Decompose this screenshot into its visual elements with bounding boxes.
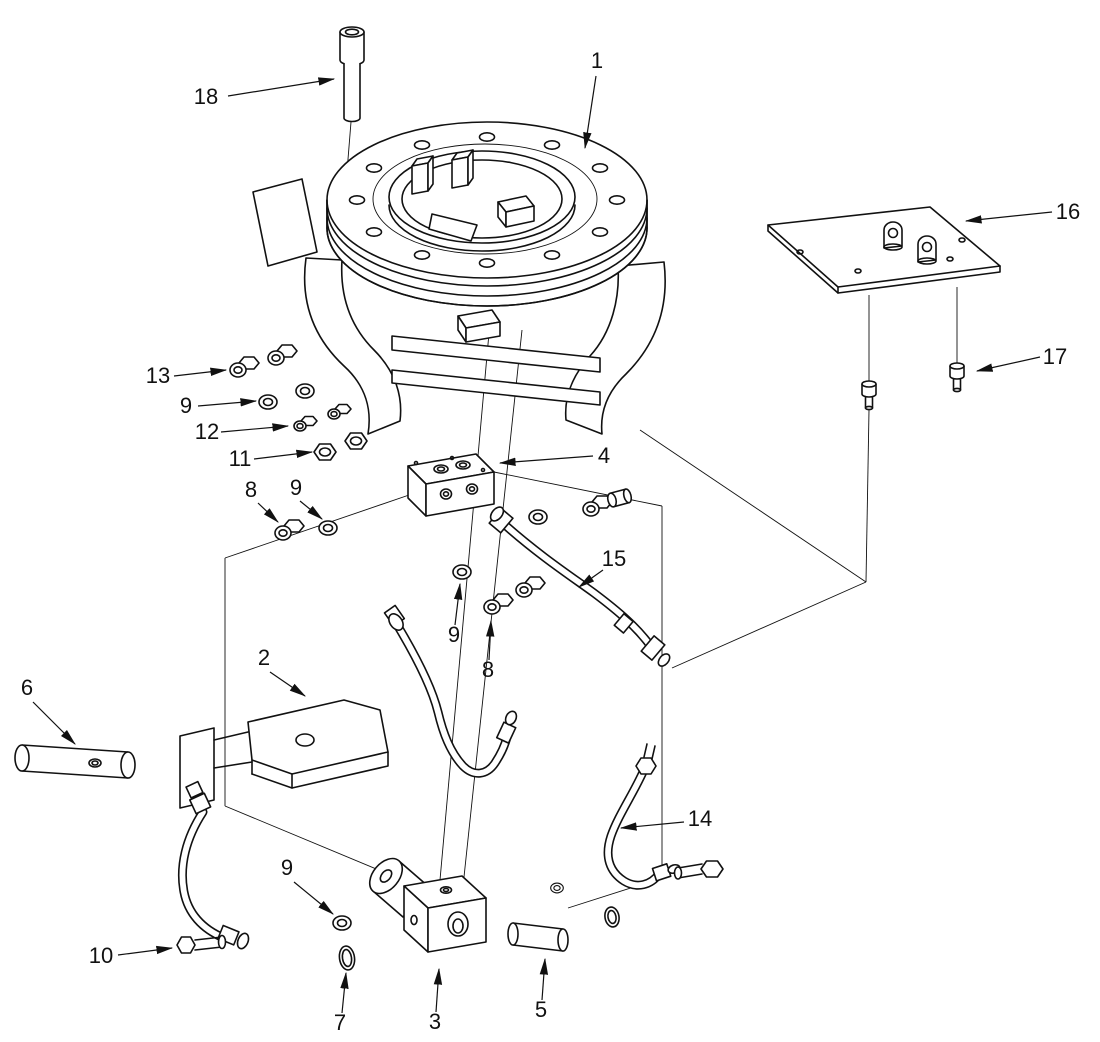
part-8-fitting	[483, 593, 514, 615]
part-18-cap-screw	[339, 26, 365, 123]
callout-15-label: 15	[602, 546, 626, 571]
callout-17-label: 17	[1043, 344, 1067, 369]
part-12-fitting	[293, 415, 318, 432]
part-13-fitting	[267, 344, 298, 366]
callouts: 18 1 16 17 13 9 12 11	[21, 48, 1080, 1035]
callout-4: 4	[498, 443, 610, 468]
callout-5: 5	[535, 957, 549, 1022]
callout-16-label: 16	[1056, 199, 1080, 224]
part-8-fitting	[582, 495, 613, 517]
callout-11-label: 11	[229, 446, 252, 471]
washer-ring	[604, 906, 620, 928]
callout-12-label: 12	[195, 419, 219, 444]
part-14-tube	[603, 743, 681, 890]
callout-13-label: 13	[146, 363, 170, 388]
part-9-washer	[452, 564, 472, 580]
callout-3: 3	[429, 967, 443, 1034]
callout-9c: 9	[448, 582, 463, 647]
callout-9a: 9	[180, 393, 258, 418]
hex-bolt	[673, 860, 724, 880]
callout-13: 13	[146, 363, 228, 388]
part-13-fitting	[229, 356, 260, 378]
left-hose	[177, 780, 250, 950]
part-9-washer	[318, 520, 338, 536]
callout-1: 1	[583, 48, 603, 150]
callout-9-label: 9	[180, 393, 192, 418]
center-pipe	[383, 604, 518, 778]
callout-15: 15	[578, 546, 626, 588]
part-12-fitting	[327, 403, 352, 420]
callout-2-label: 2	[258, 645, 270, 670]
part-11-nut	[344, 432, 368, 450]
part-11-nut	[313, 443, 337, 461]
callout-6: 6	[21, 675, 76, 745]
part-9-washer	[550, 882, 564, 894]
callout-3-label: 3	[429, 1009, 441, 1034]
callout-11: 11	[229, 446, 314, 471]
callout-12: 12	[195, 419, 290, 444]
callout-17: 17	[975, 344, 1067, 372]
part-9-washer	[332, 915, 352, 931]
part-6-pin	[14, 744, 136, 779]
part-7-o-ring	[338, 945, 356, 971]
callout-10: 10	[89, 943, 174, 968]
part-9-washer	[258, 394, 278, 410]
callout-14: 14	[619, 806, 712, 831]
part-4-manifold-block	[407, 453, 495, 517]
callout-8b: 8	[482, 619, 495, 682]
callout-18: 18	[194, 77, 336, 109]
callout-10-label: 10	[89, 943, 113, 968]
callout-9-label: 9	[281, 855, 293, 880]
part-8-fitting	[274, 519, 305, 541]
callout-9b: 9	[290, 475, 323, 520]
callout-4-label: 4	[598, 443, 610, 468]
callout-7: 7	[334, 971, 349, 1035]
callout-9d: 9	[281, 855, 334, 915]
callout-8-label: 8	[245, 477, 257, 502]
part-3-valve-block	[368, 857, 487, 953]
callout-18-label: 18	[194, 84, 218, 109]
callout-1-label: 1	[591, 48, 603, 73]
part-10-bolt	[176, 934, 227, 954]
part-1-slewing-ring	[326, 121, 648, 307]
callout-8-label: 8	[482, 657, 494, 682]
part-17-screw	[949, 362, 965, 393]
part-16-plate	[767, 206, 1001, 382]
part-15-hose	[488, 506, 671, 667]
callout-8a: 8	[245, 477, 279, 523]
callout-2: 2	[258, 645, 306, 697]
part-5-pin	[507, 922, 569, 952]
callout-7-label: 7	[334, 1010, 346, 1035]
callout-9-label: 9	[290, 475, 302, 500]
part-2-bracket	[179, 699, 389, 809]
callout-16: 16	[964, 199, 1080, 224]
plug-fitting	[606, 488, 633, 508]
callout-5-label: 5	[535, 997, 547, 1022]
callout-6-label: 6	[21, 675, 33, 700]
callout-14-label: 14	[688, 806, 712, 831]
callout-9-label: 9	[448, 622, 460, 647]
part-17-screw	[861, 380, 877, 411]
rotator-housing	[252, 178, 666, 435]
part-9-washer	[295, 383, 315, 399]
part-8-fitting	[515, 576, 546, 598]
part-9-washer	[528, 509, 548, 525]
